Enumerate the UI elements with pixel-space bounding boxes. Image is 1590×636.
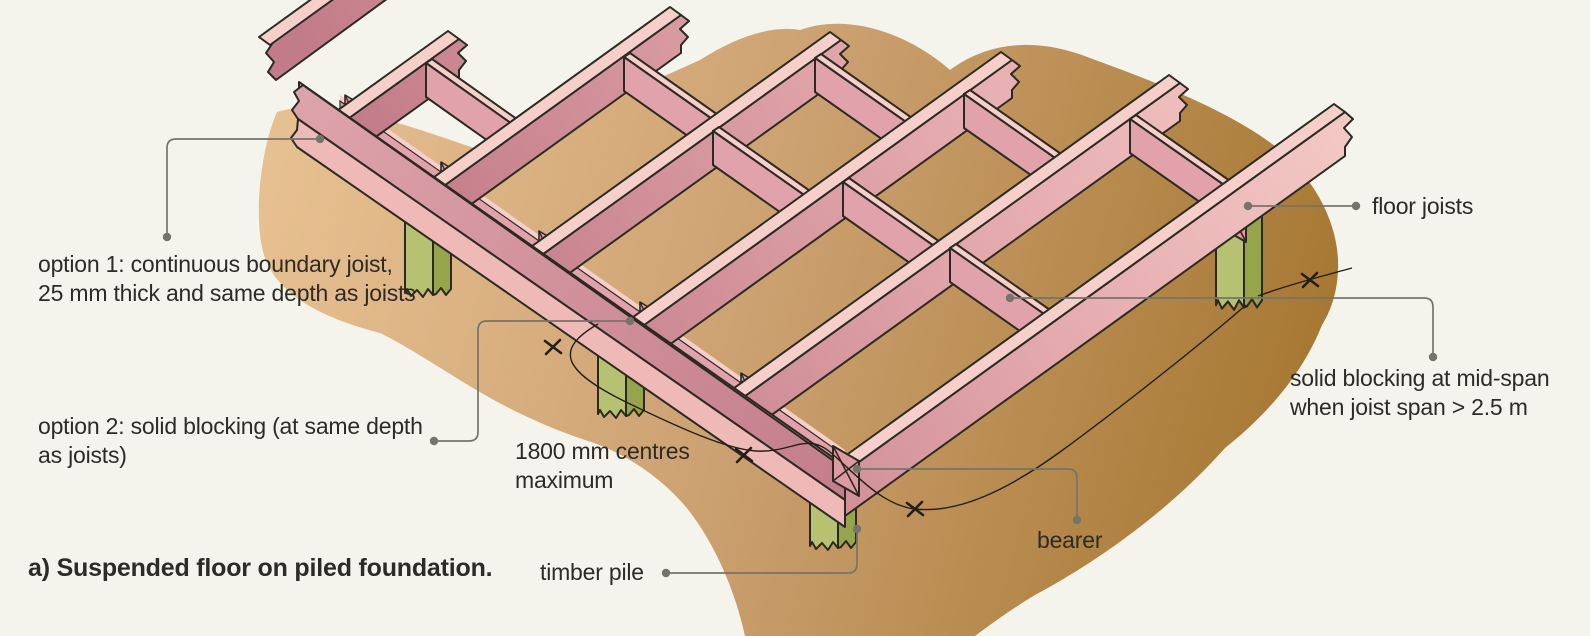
leader-option2 [434,320,630,442]
label-bearer: bearer [1037,527,1103,553]
label-option2-line1: option 2: solid blocking (at same depth [38,413,423,439]
leader-dots [162,134,1438,578]
label-centres-line2: maximum [515,467,614,493]
label-floor-joists: floor joists [1372,193,1474,219]
label-option2: option 2: solid blocking (at same depth … [38,412,423,470]
label-option1: option 1: continuous boundary joist, 25 … [38,250,416,308]
joist-3 [527,31,850,296]
label-centres: 1800 mm centres maximum [515,437,690,495]
leader-lines [166,138,1434,574]
figure-caption: a) Suspended floor on piled foundation. [28,554,493,582]
label-option1-line1: option 1: continuous boundary joist, [38,251,393,277]
dimension-lines [569,267,1353,511]
joist-0 [258,0,388,81]
label-solid-blocking: solid blocking at mid-span when joist sp… [1290,364,1550,422]
boundary-joist-and-bearer [290,81,846,528]
bearer-face [290,118,846,528]
label-centres-line1: 1800 mm centres [515,438,690,464]
floor-joists [258,0,1354,517]
label-solid-blocking-line2: when joist span > 2.5 m [1290,394,1528,420]
leader-timber-pile [666,529,858,574]
label-solid-blocking-line1: solid blocking at mid-span [1290,365,1550,391]
leader-option1 [166,138,320,237]
label-option1-line2: 25 mm thick and same depth as joists [38,280,416,306]
leader-bearer [857,468,1078,520]
label-option2-line2: as joists) [38,442,127,468]
label-timber-pile: timber pile [540,559,644,585]
leader-solid-blocking [1010,297,1434,357]
